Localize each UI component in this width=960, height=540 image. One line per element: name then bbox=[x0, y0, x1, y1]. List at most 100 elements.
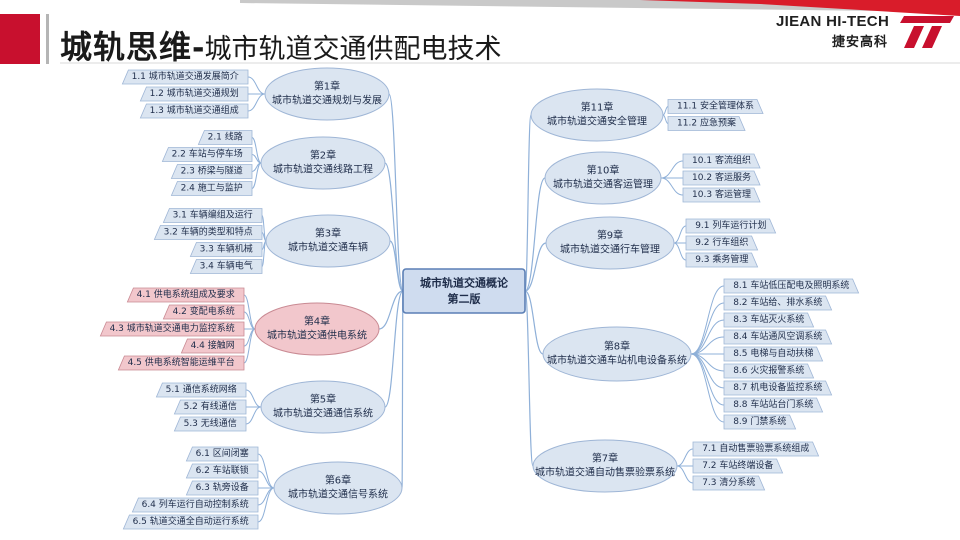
connector-ch4-item bbox=[243, 294, 256, 330]
topic-item-label: 10.3 客运管理 bbox=[692, 188, 751, 200]
topic-item[interactable]: 8.3 车站灭火系统 bbox=[723, 312, 815, 328]
chapter-number: 第7章 bbox=[592, 452, 618, 465]
topic-item-box bbox=[173, 416, 247, 432]
topic-item[interactable]: 7.3 清分系统 bbox=[692, 475, 766, 491]
connector-ch5-item bbox=[245, 389, 262, 408]
topic-item[interactable]: 11.1 安全管理体系 bbox=[667, 99, 764, 114]
topic-item[interactable]: 6.2 车站联锁 bbox=[185, 463, 259, 479]
chapter-ch2: 2.1 线路 2.2 车站与停车场 2.3 桥梁与隧道 2.4 施工与监护第2章城市轨… bbox=[161, 130, 386, 196]
connector-ch2-item bbox=[251, 162, 262, 189]
topic-item[interactable]: 10.3 客运管理 bbox=[682, 187, 761, 203]
topic-item-box bbox=[723, 278, 860, 294]
connector-ch1-item bbox=[247, 76, 266, 95]
topic-item[interactable]: 11.2 应急预案 bbox=[667, 116, 746, 131]
topic-item-label: 5.3 无线通信 bbox=[184, 417, 237, 429]
topic-item[interactable]: 8.9 门禁系统 bbox=[723, 414, 797, 430]
topic-item[interactable]: 9.3 乘务管理 bbox=[685, 252, 759, 268]
topic-item-box bbox=[723, 414, 797, 430]
topic-item[interactable]: 4.4 接触网 bbox=[180, 338, 245, 354]
topic-item[interactable]: 8.5 电梯与自动扶梯 bbox=[723, 346, 824, 362]
topic-item-box bbox=[162, 208, 263, 223]
topic-item[interactable]: 8.1 车站低压配电及照明系统 bbox=[723, 278, 860, 294]
topic-item[interactable]: 8.6 火灾报警系统 bbox=[723, 363, 815, 379]
topic-item-label: 3.3 车辆机械 bbox=[200, 243, 253, 255]
topic-item[interactable]: 5.1 通信系统网络 bbox=[155, 382, 247, 398]
topic-item-box bbox=[692, 458, 784, 474]
topic-item[interactable]: 6.5 轨道交通全自动运行系统 bbox=[122, 514, 259, 530]
topic-item[interactable]: 3.3 车辆机械 bbox=[189, 242, 263, 257]
topic-item[interactable]: 8.7 机电设备监控系统 bbox=[723, 380, 833, 396]
topic-item[interactable]: 9.2 行车组织 bbox=[685, 235, 759, 251]
topic-item-box bbox=[723, 295, 833, 311]
topic-item[interactable]: 8.8 车站站台门系统 bbox=[723, 397, 824, 413]
topic-item[interactable]: 1.3 城市轨道交通组成 bbox=[139, 103, 249, 119]
topic-item-box bbox=[185, 463, 259, 479]
topic-item[interactable]: 3.2 车辆的类型和特点 bbox=[153, 225, 263, 240]
connector-center-ch4 bbox=[378, 290, 404, 330]
topic-item[interactable]: 7.1 自动售票验票系统组成 bbox=[692, 441, 820, 457]
chapter-title: 城市轨道交通自动售票验票系统 bbox=[535, 466, 675, 479]
topic-item[interactable]: 5.2 有线通信 bbox=[173, 399, 247, 415]
topic-item[interactable]: 8.4 车站通风空调系统 bbox=[723, 329, 833, 345]
topic-item-box bbox=[139, 103, 249, 119]
chapter-title: 城市轨道交通线路工程 bbox=[273, 163, 373, 176]
topic-item[interactable]: 1.1 城市轨道交通发展简介 bbox=[121, 69, 249, 85]
topic-item[interactable]: 3.4 车辆电气 bbox=[189, 259, 263, 274]
topic-item-box bbox=[139, 86, 249, 102]
topic-item-label: 1.1 城市轨道交通发展简介 bbox=[132, 70, 239, 82]
topic-item-label: 9.2 行车组织 bbox=[695, 236, 748, 248]
topic-item[interactable]: 3.1 车辆编组及运行 bbox=[162, 208, 263, 223]
topic-item[interactable]: 2.1 线路 bbox=[197, 130, 253, 145]
topic-item[interactable]: 6.3 轨旁设备 bbox=[185, 480, 259, 496]
chapter-number: 第3章 bbox=[315, 227, 341, 240]
topic-item[interactable]: 4.2 变配电系统 bbox=[162, 304, 245, 320]
connector-ch10-item bbox=[660, 160, 684, 179]
topic-item[interactable]: 5.3 无线通信 bbox=[173, 416, 247, 432]
topic-item-box bbox=[162, 304, 245, 320]
topic-item[interactable]: 4.3 城市轨道交通电力监控系统 bbox=[99, 321, 245, 337]
chapter-title: 城市轨道交通行车管理 bbox=[560, 243, 660, 256]
topic-item[interactable]: 2.4 施工与监护 bbox=[170, 181, 253, 196]
logo-left-stem bbox=[904, 26, 924, 48]
topic-item[interactable]: 8.2 车站给、排水系统 bbox=[723, 295, 833, 311]
chapter-node-shape bbox=[545, 216, 675, 270]
connector-ch4-item bbox=[243, 328, 256, 364]
topic-item[interactable]: 7.2 车站终端设备 bbox=[692, 458, 784, 474]
topic-item[interactable]: 6.4 列车运行自动控制系统 bbox=[131, 497, 259, 513]
topic-item-label: 9.1 列车运行计划 bbox=[695, 219, 766, 231]
topic-item[interactable]: 10.1 客流组织 bbox=[682, 153, 761, 169]
topic-item-box bbox=[685, 235, 759, 251]
connector-ch8-item bbox=[690, 353, 725, 406]
topic-item-box bbox=[180, 338, 245, 354]
connector-ch6-item bbox=[257, 487, 275, 506]
topic-item[interactable]: 1.2 城市轨道交通规划 bbox=[139, 86, 249, 102]
topic-item[interactable]: 4.1 供电系统组成及要求 bbox=[126, 287, 245, 303]
topic-item[interactable]: 2.3 桥梁与隧道 bbox=[170, 164, 253, 179]
connector-ch9-item bbox=[673, 242, 687, 261]
topic-item-box bbox=[685, 218, 777, 234]
topic-item[interactable]: 10.2 客运服务 bbox=[682, 170, 761, 186]
topic-item-box bbox=[122, 514, 259, 530]
topic-item-label: 5.2 有线通信 bbox=[184, 400, 237, 412]
topic-item[interactable]: 2.2 车站与停车场 bbox=[161, 147, 253, 162]
topic-item[interactable]: 6.1 区间闭塞 bbox=[185, 446, 259, 462]
connector-ch9-item bbox=[673, 225, 687, 244]
topic-item-box bbox=[170, 181, 253, 196]
topic-item[interactable]: 9.1 列车运行计划 bbox=[685, 218, 777, 234]
topic-item[interactable]: 4.5 供电系统智能运维平台 bbox=[117, 355, 245, 371]
